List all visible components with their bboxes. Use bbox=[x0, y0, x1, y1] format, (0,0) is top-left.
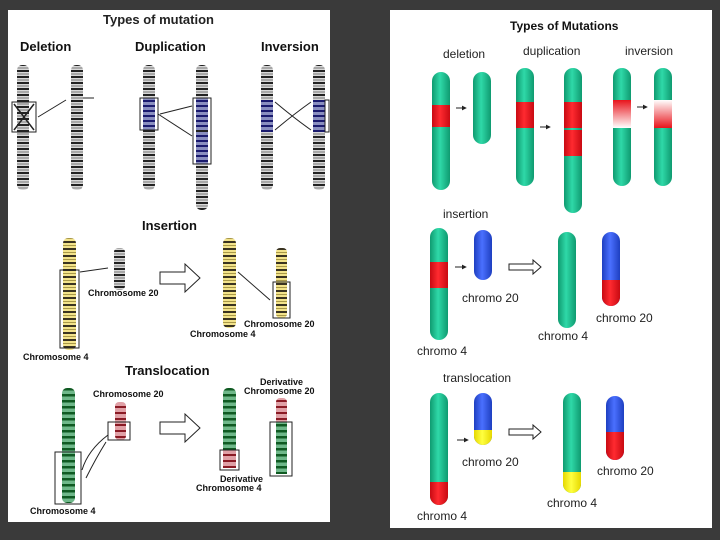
lp-translocation-derivative-4 bbox=[223, 388, 236, 468]
rp-inversion-segment-result bbox=[654, 100, 672, 128]
lp-insertion-result-chromosome-4 bbox=[223, 238, 236, 328]
rp-translocation-chromo20-label-b: chromo 20 bbox=[597, 464, 654, 478]
rp-insertion-chromo20-label-b: chromo 20 bbox=[596, 311, 653, 325]
rp-translocation-big-arrow bbox=[508, 423, 542, 441]
rp-inversion-group bbox=[613, 68, 672, 186]
lp-insertion-chromosome-20 bbox=[114, 248, 125, 290]
left-figure-panel: Types of mutation Deletion Duplication I… bbox=[8, 10, 330, 522]
lp-deletion-box bbox=[11, 101, 37, 133]
lp-title: Types of mutation bbox=[103, 12, 214, 27]
lp-insertion-result-chromosome-20 bbox=[276, 248, 287, 318]
lp-insertion-big-arrow bbox=[159, 262, 201, 294]
rp-translocation-chromo20-label-a: chromo 20 bbox=[462, 455, 519, 469]
lp-translocation-derivative-20-label-line2: Chromosome 20 bbox=[244, 386, 315, 396]
lp-translocation-label: Translocation bbox=[125, 363, 210, 378]
lp-deletion-label: Deletion bbox=[20, 39, 72, 54]
rp-deletion-label: deletion bbox=[443, 47, 486, 61]
rp-translocation-segment-20 bbox=[474, 430, 492, 445]
lp-deletion-chromosome-original bbox=[17, 65, 29, 190]
lp-translocation-chromosome-4 bbox=[62, 388, 75, 503]
lp-duplication-label: Duplication bbox=[135, 39, 206, 54]
rp-translocation-chromo4-label-b: chromo 4 bbox=[547, 496, 598, 510]
lp-duplication-arrow bbox=[157, 113, 193, 137]
lp-translocation-big-arrow bbox=[159, 412, 201, 444]
rp-insertion-chromosome-20 bbox=[474, 230, 492, 280]
right-figure-drawing bbox=[430, 68, 672, 505]
rp-translocation-result-chromosome-4 bbox=[563, 393, 581, 493]
rp-insertion-big-arrow bbox=[508, 258, 542, 276]
rp-translocation-group bbox=[430, 393, 624, 505]
lp-deletion-chromosome-result bbox=[71, 65, 83, 190]
rp-duplication-group bbox=[516, 68, 582, 213]
rp-deletion-chromosome-result bbox=[473, 72, 491, 144]
rp-insertion-segment bbox=[430, 262, 448, 288]
lp-insertion-group bbox=[59, 238, 291, 350]
lp-insertion-chromosome-4 bbox=[63, 238, 76, 350]
lp-insertion-label: Insertion bbox=[142, 218, 197, 233]
lp-deletion-group bbox=[11, 65, 94, 190]
rp-inversion-label: inversion bbox=[625, 44, 674, 58]
lp-duplication-group bbox=[139, 65, 212, 210]
lp-translocation-derivative-4-label-line1: Derivative bbox=[220, 474, 264, 484]
rp-translocation-label: translocation bbox=[443, 371, 512, 385]
rp-deletion-chromosome-original bbox=[432, 72, 450, 190]
lp-insertion-chromosome-20-label: Chromosome 20 bbox=[88, 288, 159, 298]
lp-insertion-arrow-small bbox=[79, 267, 109, 273]
right-figure-panel: Types of Mutations deletion duplication … bbox=[390, 10, 712, 528]
rp-inversion-segment-original bbox=[613, 100, 631, 128]
rp-duplication-label: duplication bbox=[523, 44, 581, 58]
lp-insertion-chromosome-4-label: Chromosome 4 bbox=[23, 352, 89, 362]
rp-insertion-chromo4-label-b: chromo 4 bbox=[538, 329, 589, 343]
lp-insertion-result-chromosome-20-label: Chromosome 20 bbox=[244, 319, 315, 329]
rp-translocation-chromo4-label-a: chromo 4 bbox=[417, 509, 468, 523]
lp-deletion-arrow bbox=[37, 99, 67, 118]
rp-insertion-group bbox=[430, 228, 620, 340]
lp-insertion-result-chromosome-4-label: Chromosome 4 bbox=[190, 329, 256, 339]
lp-translocation-chromosome-4-label: Chromosome 4 bbox=[30, 506, 96, 516]
rp-insertion-chromo20-label-a: chromo 20 bbox=[462, 291, 519, 305]
lp-translocation-chromosome-20 bbox=[115, 402, 126, 440]
rp-translocation-result-segment-4 bbox=[563, 472, 581, 493]
lp-translocation-derivative-20-label-line1: Derivative bbox=[260, 377, 304, 387]
rp-translocation-segment-4 bbox=[430, 482, 448, 505]
rp-translocation-chromosome-4 bbox=[430, 393, 448, 505]
lp-inversion-label: Inversion bbox=[261, 39, 319, 54]
lp-inversion-group bbox=[261, 65, 330, 190]
rp-deletion-segment bbox=[432, 105, 450, 127]
lp-translocation-derivative-4-label-line2: Chromosome 4 bbox=[196, 483, 262, 493]
lp-translocation-chromosome-20-label: Chromosome 20 bbox=[93, 389, 164, 399]
rp-insertion-result-chromosome-4 bbox=[558, 232, 576, 328]
lp-translocation-swap-arrows bbox=[81, 434, 109, 479]
rp-title: Types of Mutations bbox=[510, 19, 619, 33]
lp-translocation-group bbox=[54, 388, 293, 505]
left-figure-drawing bbox=[11, 65, 330, 505]
rp-deletion-group bbox=[432, 72, 491, 190]
lp-inversion-arrows bbox=[274, 101, 312, 131]
rp-duplication-segment bbox=[516, 102, 534, 128]
rp-insertion-label: insertion bbox=[443, 207, 489, 221]
rp-insertion-chromo4-label-a: chromo 4 bbox=[417, 344, 468, 358]
